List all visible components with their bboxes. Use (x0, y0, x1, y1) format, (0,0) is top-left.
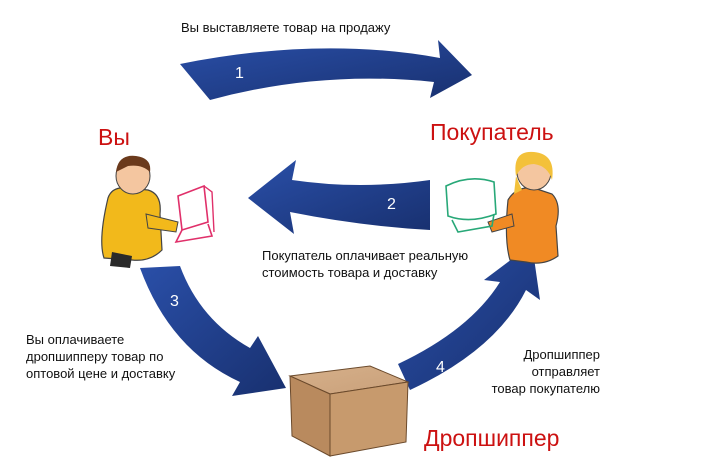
arrow-1: 1 (180, 40, 472, 100)
actor-dropshipper: Дропшиппер (424, 425, 560, 451)
step-3-text: Вы оплачиваете дропшипперу товар по опто… (26, 332, 176, 381)
actor-you: Вы (98, 124, 130, 150)
arrow-2: 2 (248, 160, 430, 234)
step-4-text: Дропшиппер отправляет товар покупателю (491, 347, 600, 396)
arrow-3-number: 3 (170, 293, 179, 310)
dropshipper-box-icon (288, 365, 410, 457)
arrow-1-number: 1 (235, 65, 244, 82)
step-1-text: Вы выставляете товар на продажу (181, 20, 391, 35)
actor-buyer: Покупатель (430, 119, 554, 145)
arrow-4: 4 (398, 244, 540, 390)
arrow-3: 3 (140, 266, 286, 396)
seller-computer-icon (174, 184, 215, 244)
step-2-text: Покупатель оплачивает реальную стоимость… (262, 248, 469, 280)
buyer-figure (487, 151, 559, 264)
seller-figure (101, 155, 179, 268)
buyer-computer-icon (445, 178, 497, 233)
arrow-2-number: 2 (387, 196, 396, 213)
arrow-4-number: 4 (436, 359, 445, 376)
